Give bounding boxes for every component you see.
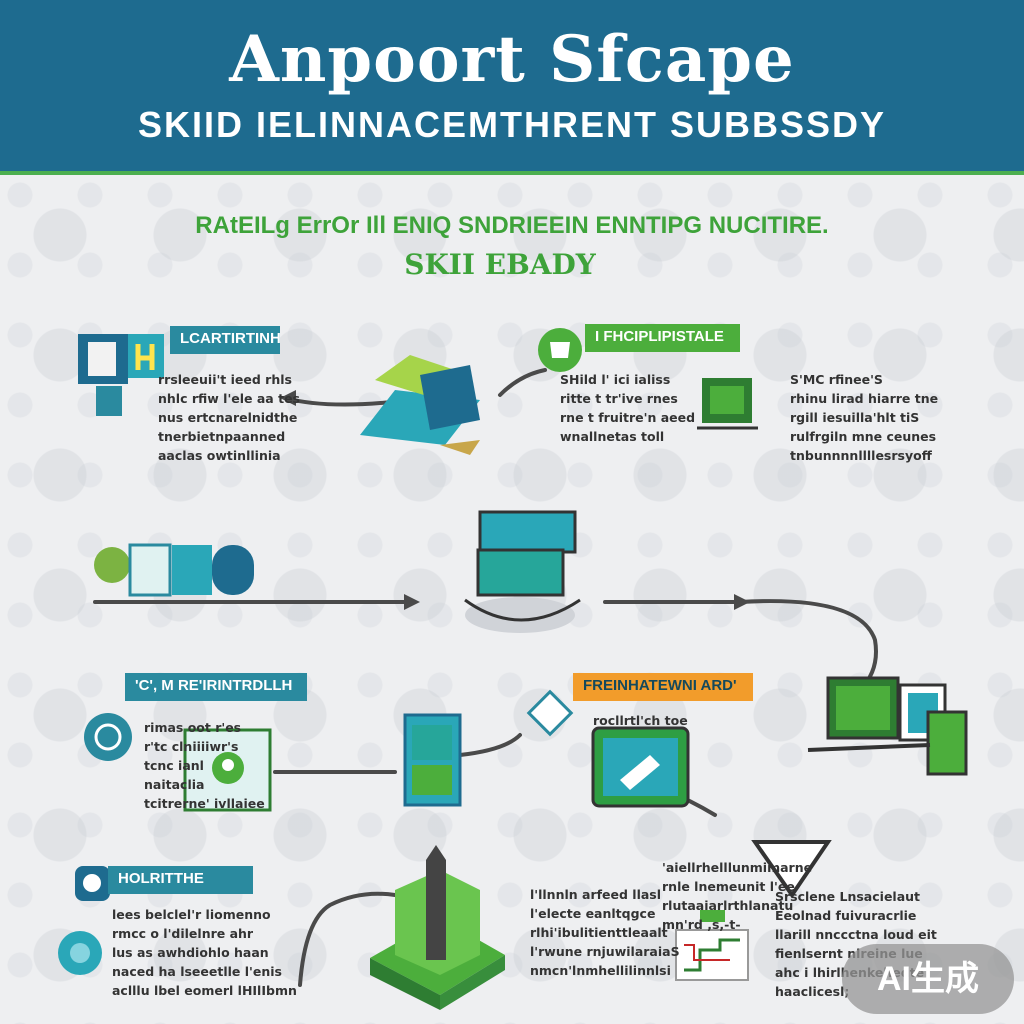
tablet-illustration	[591, 726, 690, 808]
top-middle-banner: I FHCIPLIPISTALE	[585, 324, 740, 352]
top-left-illustration	[78, 334, 164, 416]
right-monitor-illustration	[807, 676, 968, 776]
page-title: Anpoort Sfcape	[229, 22, 795, 97]
circuit-chart-illustration	[675, 910, 749, 981]
center-device-illustration	[464, 510, 581, 633]
bottom-center-text: 'aiellrhelllunmimarne rnle lnemeunit l'e…	[662, 860, 813, 932]
middle-right-text: rocllrtl'ch toe	[593, 713, 688, 728]
intro-tagline: RAtEILg ErrOr Ill ENIQ SNDRIEEIN ENNTIPG…	[195, 212, 829, 239]
diamond-icon	[526, 689, 574, 737]
connector-bottom-left	[298, 891, 397, 987]
middle-right-banner: FREINHATEWNI ARD'	[573, 673, 753, 701]
connector-top-middle	[498, 368, 547, 397]
page-subtitle: SKIID IELINNACEMTHRENT SUBBSSDY	[137, 104, 887, 145]
bottom-left-text: lees belclel'r liomenno rmcc o l'dilelnr…	[112, 907, 297, 998]
bottom-left-icons	[58, 866, 110, 975]
arrowhead-middle-left	[404, 594, 420, 610]
connector-lower-middle	[458, 733, 522, 757]
arrowhead-top-left	[280, 390, 296, 406]
bottom-middle-text: l'llnnln arfeed llasl l'electe eanltqgce…	[530, 887, 680, 978]
top-middle-text: SHild l' ici ialiss ritte t tr'ive rnes …	[560, 372, 696, 444]
monitor-icon-small	[697, 378, 758, 430]
header-banner: Anpoort Sfcape SKIID IELINNACEMTHRENT SU…	[0, 0, 1024, 175]
book-illustration	[360, 355, 480, 455]
top-left-text: rrsleeuii't ieed rhls nhlc rfiw l'ele aa…	[158, 372, 300, 463]
ai-generated-badge: AI生成	[842, 944, 1014, 1014]
middle-left-text: rimas oot r'es r'tc clniiiiwr's tcnc ian…	[144, 720, 265, 811]
middle-left-banner: 'C', M RE'IRINTRDLLH	[125, 673, 307, 701]
connector-middle-right	[603, 599, 878, 692]
document-stack-illustration	[403, 713, 462, 807]
intro-tagline-secondary: SKII EBADY	[404, 248, 596, 281]
arrowhead-middle-right	[734, 594, 750, 610]
green-circle-icon	[538, 328, 582, 372]
tower-illustration	[370, 845, 505, 1010]
top-left-banner: LCARTIRTINHTIR	[170, 326, 280, 354]
bottom-left-banner: HOLRITTHE	[108, 866, 253, 894]
cone-icon	[751, 840, 832, 899]
top-right-text: S'MC rfinee'S rhinu lirad hiarre tne rgi…	[790, 372, 939, 463]
middle-left-illustration	[94, 543, 254, 597]
lower-left-illustration	[84, 713, 272, 812]
